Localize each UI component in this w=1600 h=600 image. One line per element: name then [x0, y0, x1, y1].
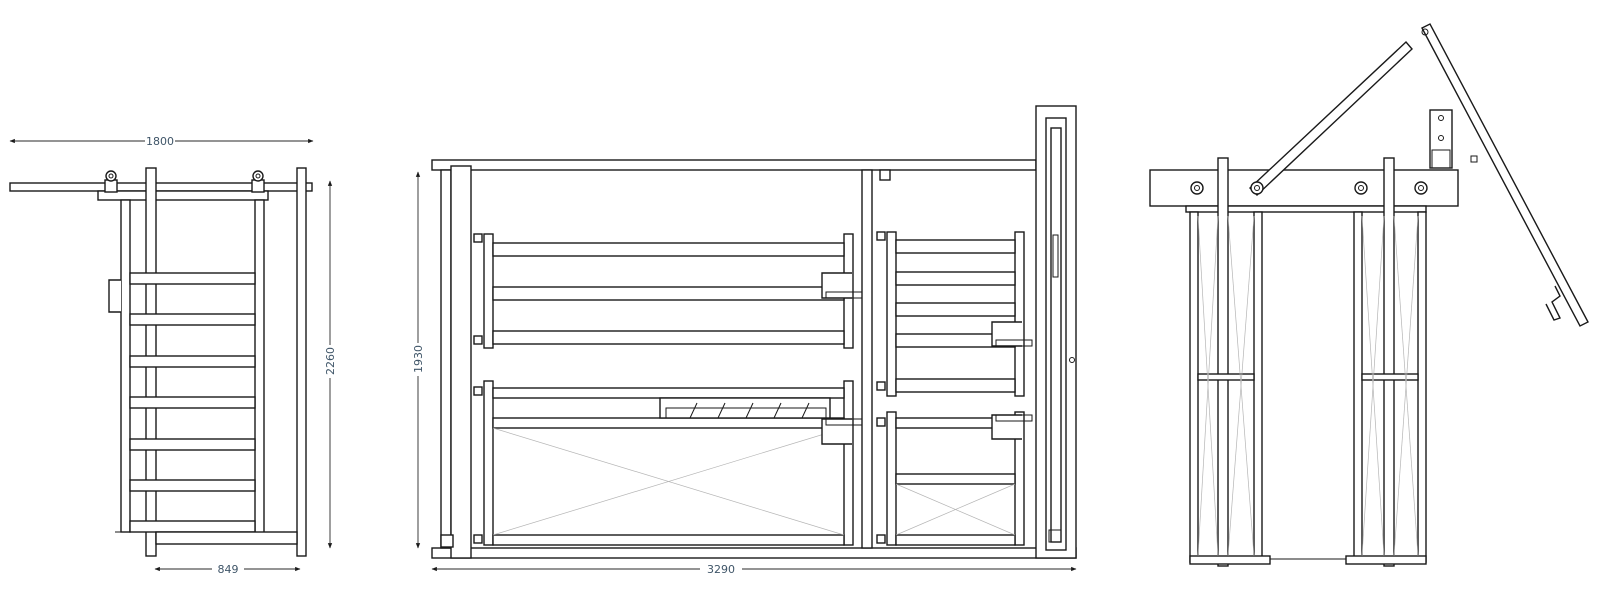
hinge: [251, 170, 265, 193]
side-view: 1800 2260 849: [9, 135, 337, 576]
height-dimension: 1930: [412, 171, 425, 549]
post: [254, 199, 265, 537]
latch: [821, 272, 863, 299]
width-dimension: 1800: [9, 135, 314, 148]
latch: [821, 418, 863, 445]
height-label: 2260: [324, 347, 337, 375]
post: [450, 165, 472, 559]
height-dimension: 2260: [324, 180, 337, 549]
length-label: 3290: [707, 563, 735, 576]
top-beam: [431, 159, 1037, 171]
post: [861, 169, 873, 549]
width-label: 1800: [146, 135, 174, 148]
upper-right-gate: [886, 231, 1025, 397]
depth-label: 849: [218, 563, 239, 576]
tilt-arm: [1248, 23, 1589, 327]
left-post-group: [1189, 157, 1271, 567]
post: [120, 199, 131, 533]
depth-dimension: 849: [154, 563, 301, 576]
gate-bars: [129, 272, 256, 533]
arm-bracket: [1429, 109, 1453, 169]
bottom-rail: [155, 531, 298, 545]
latch: [991, 321, 1033, 347]
top-beam: [9, 182, 313, 192]
top-rail: [97, 190, 269, 201]
length-dimension: 3290: [431, 563, 1077, 576]
right-post-group: [1345, 157, 1427, 567]
gate-handle: [108, 279, 121, 313]
slat-panel: [659, 397, 831, 419]
post: [296, 167, 307, 557]
lower-right-gate: [886, 411, 1025, 546]
upper-left-gate: [483, 233, 854, 349]
base-beam: [431, 547, 1077, 559]
hinge-blocks: [440, 231, 886, 548]
latch: [991, 414, 1033, 440]
hinge: [104, 170, 118, 193]
end-view: [1149, 23, 1589, 567]
hinges: [1190, 181, 1428, 195]
height-label: 1930: [412, 345, 425, 373]
post: [440, 169, 452, 549]
front-view: 1930 3290: [412, 105, 1077, 576]
